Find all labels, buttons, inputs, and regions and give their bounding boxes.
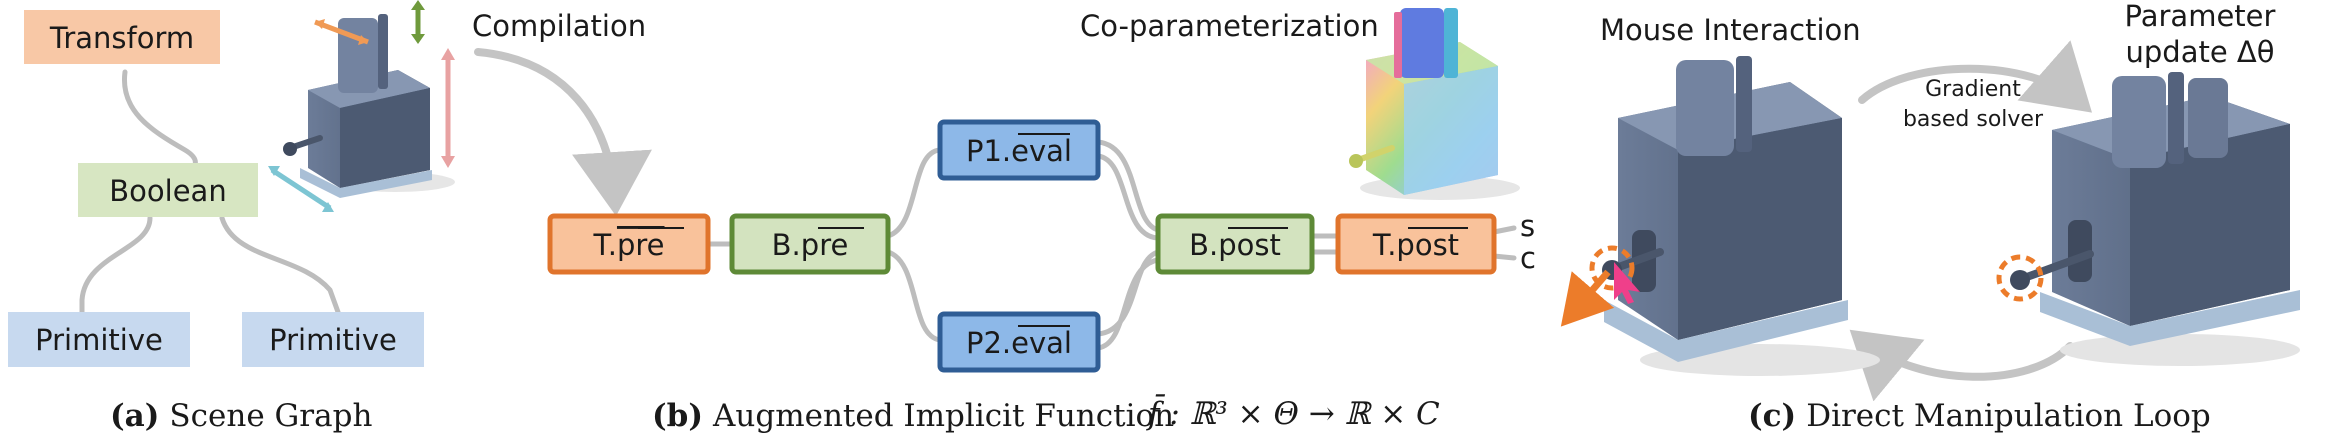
boolean-node	[78, 163, 258, 217]
toaster-large-left-illustration	[1602, 56, 1880, 376]
primitive-left-node-label: Primitive	[35, 323, 163, 357]
primitive-left-node	[8, 312, 190, 367]
b-post-node	[1155, 213, 1315, 275]
toaster-large-right-illustration	[2010, 72, 2300, 366]
b-pre-node-label: B.pre	[772, 228, 849, 262]
solver-label-line1: Gradient	[1925, 77, 2021, 102]
edge-boolean-primitive-left	[79, 215, 153, 315]
parameter-update-label-line1: Parameter	[2125, 0, 2276, 33]
wire-tpost-s	[1491, 225, 1517, 235]
boolean-node-label: Boolean	[109, 174, 226, 208]
orange-arrow-small	[314, 19, 369, 45]
drag-direction-arrow	[1560, 269, 1615, 327]
transform-node	[24, 10, 220, 64]
edge-boolean-primitive-right	[219, 215, 341, 315]
cyan-arrow-small	[270, 167, 332, 211]
t-pre-node	[547, 213, 711, 275]
compilation-arrow	[474, 48, 652, 216]
wire-p1-bpost-b	[1095, 153, 1161, 241]
primitive-right-node	[242, 312, 424, 367]
p1-eval-node-label: P1.eval	[966, 134, 1072, 168]
panel-a-caption: (a)Scene Graph	[110, 398, 372, 434]
compilation-label: Compilation	[472, 9, 646, 43]
output-c: c	[1520, 241, 1536, 275]
p2-eval-node	[937, 311, 1101, 373]
primitive-right-node-label: Primitive	[269, 323, 397, 357]
p2-eval-node-label: P2.eval	[966, 326, 1072, 360]
solver-label-line2: based solver	[1903, 107, 2044, 132]
panel-b-implicit-function: Compilation Co-parameterization T.p	[472, 8, 1536, 434]
panel-c-caption: (c)Direct Manipulation Loop	[1748, 398, 2211, 434]
wire-p1-bpost-a	[1095, 139, 1161, 233]
t-pre-node-label: T.pre	[592, 228, 664, 262]
panel-b-caption: (b)Augmented Implicit Function	[652, 398, 1174, 434]
edge-transform-boolean	[121, 69, 198, 175]
wire-bpre-p2	[885, 249, 943, 343]
formula-label: f̄ : ℝ³ × Θ → ℝ × C	[1146, 393, 1440, 432]
mouse-interaction-label: Mouse Interaction	[1600, 13, 1861, 47]
t-post-node	[1335, 213, 1497, 275]
toaster-small-illustration	[283, 14, 455, 198]
solver-arrow-top	[1858, 40, 2093, 113]
mouse-cursor-icon	[1614, 262, 1640, 304]
wire-p2-bpost-a	[1095, 249, 1161, 337]
transform-node-label: Transform	[49, 21, 194, 55]
wire-tpost-c	[1491, 253, 1517, 261]
parameter-update-label-line2: update Δθ	[2126, 35, 2275, 69]
toaster-coparameterized-illustration	[1349, 8, 1520, 200]
output-s: s	[1520, 209, 1535, 243]
b-post-node-label: B.post	[1189, 228, 1281, 262]
coparameterization-label: Co-parameterization	[1080, 9, 1379, 43]
panel-c-manipulation-loop: Mouse Interaction Parameter update Δθ Gr…	[1560, 0, 2300, 434]
b-pre-node	[729, 213, 891, 275]
drag-handle-highlight-right[interactable]	[1996, 254, 2044, 302]
panel-a-scene-graph: Transform Boolean Primitive Primitive (	[8, 0, 455, 434]
wire-bpre-p1	[885, 147, 943, 239]
t-post-node-label: T.post	[1372, 228, 1459, 262]
p1-eval-node	[937, 119, 1101, 181]
wire-p2-bpost-b	[1095, 257, 1161, 351]
loop-arrow-bottom	[1849, 329, 2074, 402]
